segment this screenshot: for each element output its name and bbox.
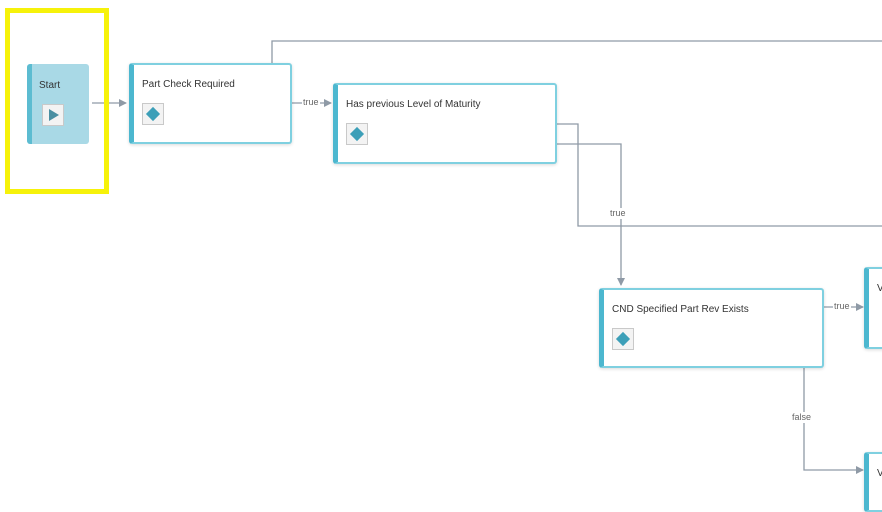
prev-level-node[interactable]: Has previous Level of Maturity [333,83,557,164]
edge-part-check-top-loop [271,40,882,63]
edge-cnd-false-down [803,368,864,474]
part-check-node[interactable]: Part Check Required [129,63,292,144]
part-check-title: Part Check Required [142,79,235,90]
edge-label-true: true [833,301,851,312]
right-top-title: V [877,283,882,294]
right-top-node[interactable]: V [864,267,882,349]
decision-diamond-icon [346,123,368,145]
decision-diamond-icon [142,103,164,125]
edge-label-true: true [609,208,627,219]
right-bottom-title: V [877,468,882,479]
start-node[interactable]: Start [27,64,89,144]
selection-highlight [5,8,109,194]
edge-label-false: false [791,412,813,423]
cnd-part-node[interactable]: CND Specified Part Rev Exists [599,288,824,368]
connectors-layer [92,40,882,474]
cnd-part-title: CND Specified Part Rev Exists [612,304,749,315]
edge-prev-level-to-cnd [557,123,882,227]
play-icon [42,104,64,126]
edge-prev-level-branch [557,143,625,286]
edge-label-true: true [302,97,320,108]
prev-level-title: Has previous Level of Maturity [346,99,481,110]
decision-diamond-icon [612,328,634,350]
right-bottom-node[interactable]: V [864,452,882,512]
start-node-title: Start [39,80,61,91]
